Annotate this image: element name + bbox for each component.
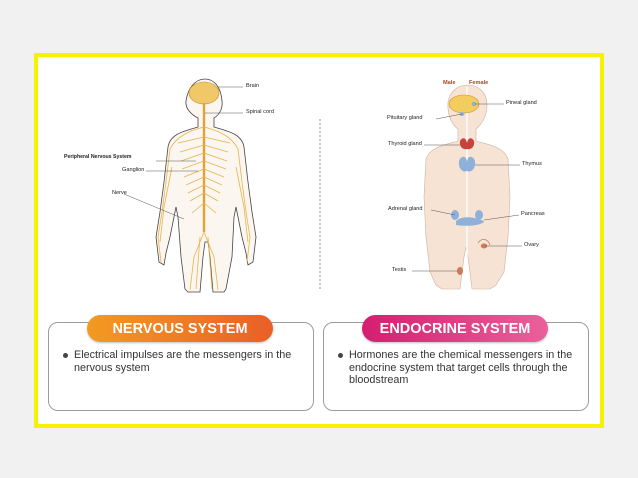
- label-brain: Brain: [246, 83, 260, 89]
- bullet-dot: [338, 353, 343, 358]
- label-adrenal-gland: Adrenal gland: [388, 206, 423, 212]
- endocrine-system-bullet-text: Hormones are the chemical messengers in …: [349, 349, 573, 386]
- endocrine-leader-lines: [412, 103, 522, 272]
- label-pineal-gland: Pineal gland: [506, 100, 537, 106]
- endocrine-system-title-pill: ENDOCRINE SYSTEM: [362, 315, 548, 342]
- nerve-lines: [157, 126, 251, 291]
- nervous-leader-lines: [123, 86, 243, 220]
- label-ganglion: Ganglion: [122, 167, 145, 173]
- nervous-system-bullet: Electrical impulses are the messengers i…: [63, 349, 304, 374]
- nervous-system-bullet-text: Electrical impulses are the messengers i…: [74, 349, 292, 374]
- ovary-shape: [480, 243, 488, 249]
- label-female: Female: [469, 80, 489, 86]
- thyroid-gland-shape: [459, 138, 475, 150]
- label-nerve: Nerve: [112, 190, 127, 196]
- adrenal-right-shape: [475, 210, 483, 220]
- diagram-canvas: [123, 78, 522, 293]
- label-thymus: Thymus: [522, 161, 542, 167]
- label-spinal-cord: Spinal cord: [246, 109, 274, 115]
- brain-shape: [188, 81, 220, 105]
- pancreas-shape: [456, 217, 484, 226]
- nervous-body-figure: [123, 78, 257, 293]
- label-ovary: Ovary: [524, 242, 539, 248]
- slide-frame: Brain Spinal cord Peripheral Nervous Sys…: [34, 53, 604, 428]
- pineal-gland-shape: [471, 101, 477, 107]
- thymus-shape: [458, 156, 476, 172]
- testis-shape: [457, 267, 463, 275]
- label-testis: Testis: [392, 267, 407, 273]
- label-pancreas: Pancreas: [521, 211, 545, 217]
- label-male: Male: [443, 80, 456, 86]
- endocrine-system-bullet: Hormones are the chemical messengers in …: [338, 349, 581, 387]
- bullet-dot: [63, 353, 68, 358]
- label-peripheral-nervous-system: Peripheral Nervous System: [64, 154, 132, 160]
- endocrine-body-figure: [412, 84, 522, 290]
- nervous-system-title-pill: NERVOUS SYSTEM: [87, 315, 273, 342]
- ovary-tube-line: [477, 239, 491, 246]
- label-pituitary-gland: Pituitary gland: [387, 115, 423, 121]
- label-thyroid-gland: Thyroid gland: [388, 141, 422, 147]
